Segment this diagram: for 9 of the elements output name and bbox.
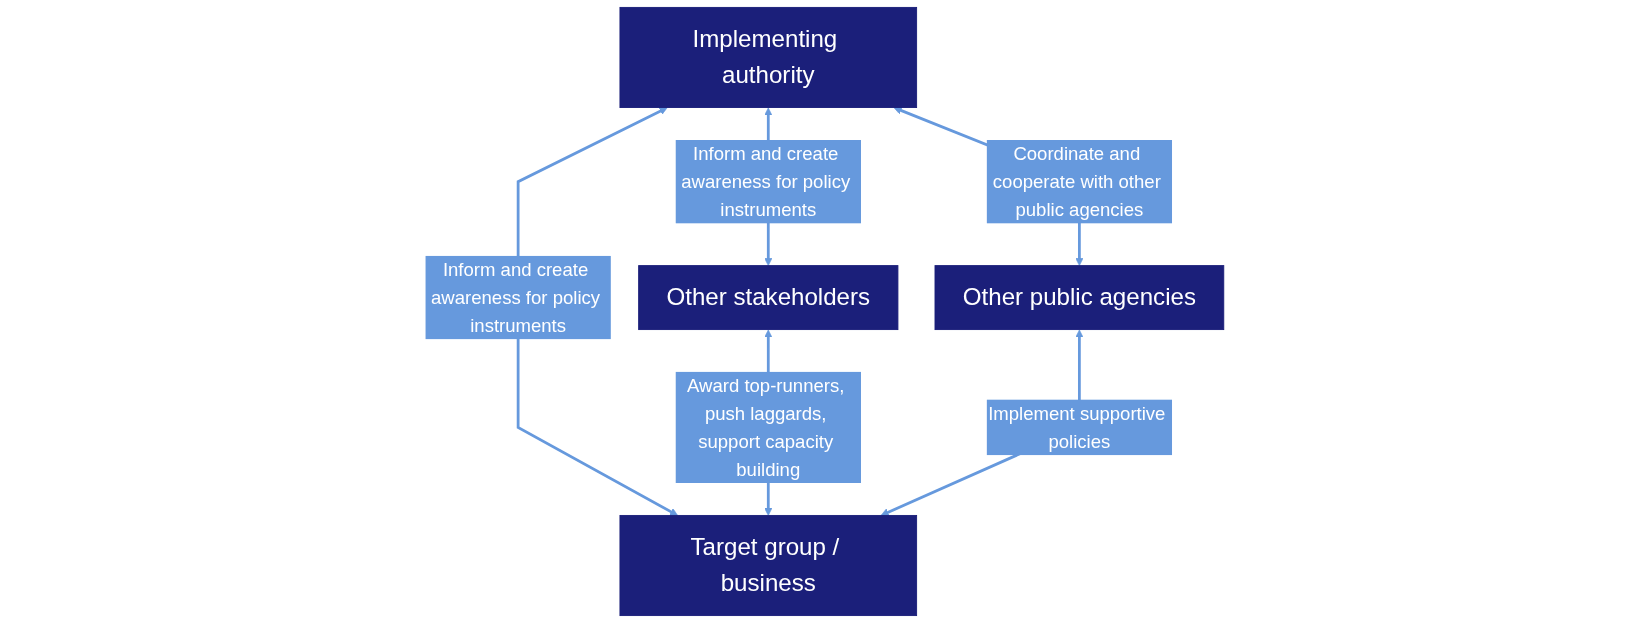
node-box: Other stakeholders: [638, 265, 899, 331]
node-box: Implementing authority: [619, 6, 918, 108]
edge-label: Coordinate and cooperate with other public agencies: [993, 143, 1162, 220]
edge-label: Award top-runners, push laggards, support capacity building: [687, 375, 845, 480]
edge-label: Implement supportive policies: [988, 403, 1166, 452]
edge-label: Inform and create awareness for policy instruments: [431, 259, 601, 336]
edge-label: Inform and create awareness for policy instruments: [681, 143, 851, 220]
node-box: Other public agencies: [934, 265, 1225, 331]
node-box: Target group / business: [619, 515, 918, 617]
